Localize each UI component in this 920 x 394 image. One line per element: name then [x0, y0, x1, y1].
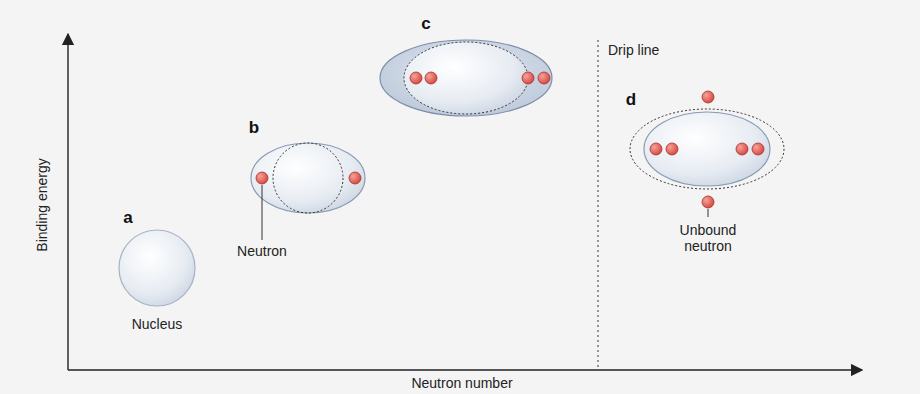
leader-line: [262, 185, 263, 240]
part-label: Neutron: [237, 243, 287, 259]
leader-line: [708, 209, 709, 217]
axis-title: Neutron number: [411, 375, 512, 391]
nucleus-c: [380, 40, 552, 116]
annotation: Drip line: [608, 42, 659, 58]
panel-letter: a: [123, 208, 132, 228]
panel-letter: b: [249, 118, 259, 138]
drip-line: [597, 40, 598, 369]
x-axis: [68, 369, 862, 370]
part-label: Unbound neutron: [668, 222, 748, 254]
y-axis: [67, 34, 68, 370]
part-label: Nucleus: [132, 316, 183, 332]
panel-letter: d: [626, 90, 636, 110]
panel-letter: c: [421, 14, 430, 34]
axis-title: Binding energy: [34, 158, 50, 251]
nucleus-d: [630, 91, 784, 217]
nucleus-b: [251, 143, 365, 240]
nucleus-a: [119, 230, 195, 306]
